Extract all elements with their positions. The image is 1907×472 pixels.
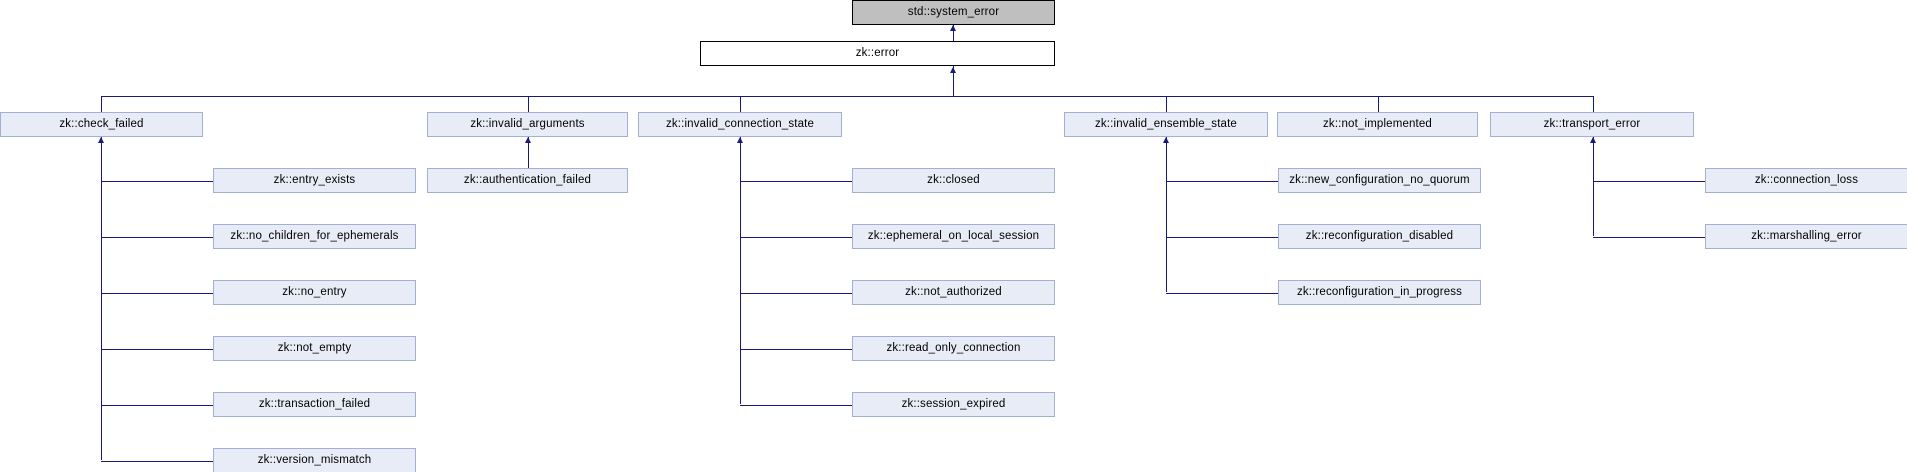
edge-stub-2 (101, 293, 213, 294)
node-zk-closed[interactable]: zk::closed (852, 168, 1055, 193)
node-label: zk::no_entry (282, 285, 347, 298)
node-label: zk::not_implemented (1323, 117, 1432, 130)
node-label: zk::transaction_failed (258, 397, 371, 410)
node-zk-not-authorized[interactable]: zk::not_authorized (852, 280, 1055, 305)
node-label: zk::new_configuration_no_quorum (1289, 173, 1470, 186)
edge-stub-0 (101, 181, 213, 182)
edge-stub-3 (101, 349, 213, 350)
node-std-system-error[interactable]: std::system_error (852, 0, 1055, 25)
node-label: zk::entry_exists (273, 173, 356, 186)
edge-bus-horizontal (101, 96, 1593, 97)
arrowhead-spine-1 (524, 137, 531, 143)
edge-bus-drop-5 (1593, 96, 1594, 112)
node-zk-invalid-ensemble-state[interactable]: zk::invalid_ensemble_state (1064, 112, 1268, 137)
edge-stub-13 (1166, 237, 1278, 238)
node-zk-not-empty[interactable]: zk::not_empty (213, 336, 416, 361)
node-zk-ephemeral-on-local-session[interactable]: zk::ephemeral_on_local_session (852, 224, 1055, 249)
node-label: zk::closed (927, 173, 980, 186)
arrowhead-spine-0 (97, 137, 104, 143)
edge-spine-2 (740, 137, 741, 404)
edge-bus-drop-0 (101, 96, 102, 112)
node-label: zk::reconfiguration_disabled (1305, 229, 1454, 242)
node-label: zk::no_children_for_ephemerals (230, 229, 399, 242)
node-label: zk::invalid_ensemble_state (1095, 117, 1237, 130)
arrowhead-system-error (949, 25, 956, 31)
node-label: zk::ephemeral_on_local_session (867, 229, 1040, 242)
edge-bus-drop-1 (528, 96, 529, 112)
edge-stub-5 (101, 461, 213, 462)
edge-stub-10 (740, 349, 852, 350)
edge-stub-15 (1593, 181, 1705, 182)
node-label: zk::invalid_connection_state (665, 117, 815, 130)
node-zk-authentication-failed[interactable]: zk::authentication_failed (427, 168, 628, 193)
node-zk-session-expired[interactable]: zk::session_expired (852, 392, 1055, 417)
node-zk-read-only-connection[interactable]: zk::read_only_connection (852, 336, 1055, 361)
node-zk-invalid-arguments[interactable]: zk::invalid_arguments (427, 112, 628, 137)
node-label: zk::version_mismatch (257, 453, 372, 466)
node-zk-marshalling-error[interactable]: zk::marshalling_error (1705, 224, 1907, 249)
edge-stub-4 (101, 405, 213, 406)
node-label: zk::invalid_arguments (470, 117, 585, 130)
node-zk-transaction-failed[interactable]: zk::transaction_failed (213, 392, 416, 417)
node-label: zk::session_expired (901, 397, 1006, 410)
node-zk-connection-loss[interactable]: zk::connection_loss (1705, 168, 1907, 193)
edge-stub-12 (1166, 181, 1278, 182)
edge-stub-7 (740, 181, 852, 182)
node-zk-not-implemented[interactable]: zk::not_implemented (1277, 112, 1478, 137)
edge-spine-1 (528, 137, 529, 180)
edge-bus-drop-2 (740, 96, 741, 112)
edge-error-to-system-error (953, 25, 954, 41)
node-zk-invalid-connection-state[interactable]: zk::invalid_connection_state (638, 112, 842, 137)
node-zk-no-entry[interactable]: zk::no_entry (213, 280, 416, 305)
node-zk-transport-error[interactable]: zk::transport_error (1490, 112, 1694, 137)
node-zk-error[interactable]: zk::error (700, 41, 1055, 66)
node-zk-reconfiguration-in-progress[interactable]: zk::reconfiguration_in_progress (1278, 280, 1481, 305)
edge-stub-14 (1166, 293, 1278, 294)
edge-stub-9 (740, 293, 852, 294)
node-label: zk::reconfiguration_in_progress (1296, 285, 1463, 298)
arrowhead-spine-2 (736, 137, 743, 143)
node-label: zk::error (855, 46, 900, 59)
node-zk-new-configuration-no-quorum[interactable]: zk::new_configuration_no_quorum (1278, 168, 1481, 193)
node-zk-reconfiguration-disabled[interactable]: zk::reconfiguration_disabled (1278, 224, 1481, 249)
edge-stub-1 (101, 237, 213, 238)
edge-spine-4 (1593, 137, 1594, 236)
node-label: zk::authentication_failed (463, 173, 592, 186)
node-label: zk::check_failed (59, 117, 144, 130)
edge-bus-drop-3 (1166, 96, 1167, 112)
node-label: zk::not_empty (277, 341, 352, 354)
edge-spine-0 (101, 137, 102, 460)
node-zk-no-children-for-ephemerals[interactable]: zk::no_children_for_ephemerals (213, 224, 416, 249)
node-zk-check-failed[interactable]: zk::check_failed (0, 112, 203, 137)
arrowhead-error (949, 67, 956, 73)
edge-spine-3 (1166, 137, 1167, 292)
edge-stub-8 (740, 237, 852, 238)
node-label: zk::connection_loss (1754, 173, 1859, 186)
edge-bus-drop-not-implemented (1378, 96, 1379, 112)
arrowhead-spine-3 (1162, 137, 1169, 143)
node-label: zk::marshalling_error (1751, 229, 1862, 242)
node-label: zk::transport_error (1543, 117, 1641, 130)
node-label: zk::not_authorized (905, 285, 1002, 298)
arrowhead-spine-4 (1589, 137, 1596, 143)
node-label: std::system_error (907, 5, 1000, 18)
edge-stub-16 (1593, 237, 1705, 238)
node-zk-version-mismatch[interactable]: zk::version_mismatch (213, 448, 416, 472)
edge-error-bus-stem (953, 66, 954, 96)
node-label: zk::read_only_connection (886, 341, 1021, 354)
edge-stub-11 (740, 405, 852, 406)
node-zk-entry-exists[interactable]: zk::entry_exists (213, 168, 416, 193)
